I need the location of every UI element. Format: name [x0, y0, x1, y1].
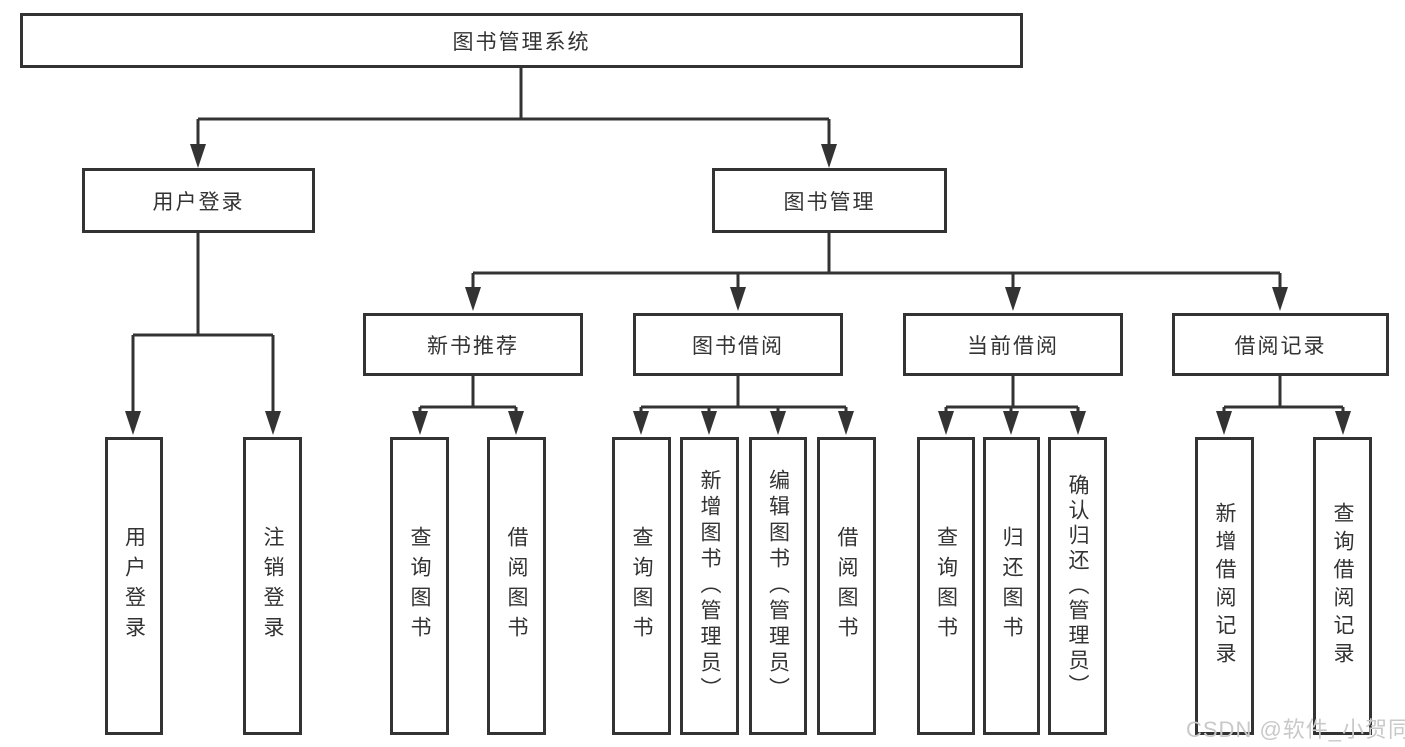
node-leaf-user-login: 用户登录 — [105, 437, 163, 735]
node-leaf-bb-query-book: 查询图书 — [612, 437, 671, 735]
node-leaf-bb-borrow-book: 借阅图书 — [817, 437, 876, 735]
node-leaf-br-add-record: 新增借阅记录 — [1195, 437, 1254, 735]
arrowhead-icon — [412, 411, 428, 435]
arrowhead-icon — [838, 411, 854, 435]
node-leaf-br-query-record: 查询借阅记录 — [1313, 437, 1372, 735]
arrowhead-icon — [1005, 287, 1021, 311]
arrowhead-icon — [701, 411, 717, 435]
arrowhead-icon — [633, 411, 649, 435]
arrowhead-icon — [508, 411, 524, 435]
arrowhead-icon — [1070, 411, 1086, 435]
arrowhead-icon — [1272, 287, 1288, 311]
node-current-borrowing: 当前借阅 — [903, 313, 1123, 376]
node-book-management: 图书管理 — [712, 168, 947, 233]
node-user-login: 用户登录 — [82, 168, 315, 233]
arrowhead-icon — [125, 411, 141, 435]
node-leaf-cb-query-book: 查询图书 — [917, 437, 975, 735]
node-borrow-records: 借阅记录 — [1172, 313, 1389, 376]
csdn-watermark: CSDN @软件_小贺同学 — [1186, 717, 1405, 742]
node-new-book-recommend: 新书推荐 — [363, 313, 583, 376]
arrowhead-icon — [730, 287, 746, 311]
node-leaf-cb-confirm-return-admin: 确认归还（管理员） — [1048, 437, 1107, 735]
node-leaf-rec-borrow-book: 借阅图书 — [487, 437, 546, 735]
node-system-root: 图书管理系统 — [20, 13, 1023, 68]
arrowhead-icon — [938, 411, 954, 435]
node-book-borrowing: 图书借阅 — [633, 313, 843, 376]
arrowhead-icon — [1216, 411, 1232, 435]
arrowhead-icon — [265, 411, 281, 435]
arrowhead-icon — [190, 144, 206, 168]
node-leaf-rec-query-book: 查询图书 — [390, 437, 449, 735]
node-leaf-bb-add-book-admin: 新增图书（管理员） — [680, 437, 739, 735]
arrowhead-icon — [1335, 411, 1351, 435]
node-leaf-logout: 注销登录 — [243, 437, 302, 735]
arrowhead-icon — [821, 144, 837, 168]
arrowhead-icon — [465, 287, 481, 311]
arrowhead-icon — [1003, 411, 1019, 435]
arrowhead-icon — [770, 411, 786, 435]
node-leaf-bb-edit-book-admin: 编辑图书（管理员） — [749, 437, 807, 735]
node-leaf-cb-return-book: 归还图书 — [983, 437, 1040, 735]
